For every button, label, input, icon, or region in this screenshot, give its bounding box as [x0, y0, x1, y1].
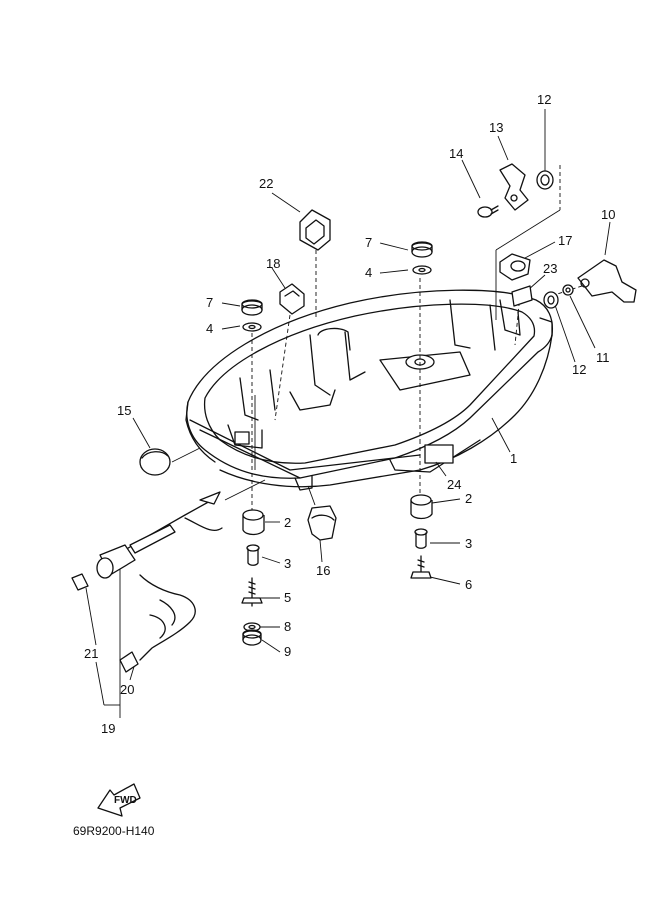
- washer-11: [562, 284, 574, 296]
- fwd-arrow: FWD: [97, 783, 141, 817]
- clip-18: [279, 283, 305, 315]
- grommet-22: [299, 209, 331, 251]
- callout-4-left: 4: [206, 321, 213, 336]
- callout-6: 6: [465, 577, 472, 592]
- callout-7-upper: 7: [365, 235, 372, 250]
- callout-12-lower: 12: [572, 362, 586, 377]
- callout-20: 20: [120, 682, 134, 697]
- diagram-code: 69R9200-H140: [73, 824, 155, 838]
- nut-7-upper: [411, 241, 433, 258]
- leader-lines: [85, 109, 611, 718]
- mount-2-left: [242, 509, 265, 536]
- callout-5: 5: [284, 590, 291, 605]
- bottom-cowling: [185, 289, 554, 491]
- callout-22: 22: [259, 176, 273, 191]
- callout-18: 18: [266, 256, 280, 271]
- plug-17: [499, 253, 531, 281]
- callout-24: 24: [447, 477, 461, 492]
- mount-2-right: [410, 494, 433, 520]
- callout-7-left: 7: [206, 295, 213, 310]
- callout-13: 13: [489, 120, 503, 135]
- collar-3-left: [246, 544, 260, 566]
- callout-11: 11: [596, 350, 610, 365]
- callout-3-right: 3: [465, 536, 472, 551]
- callout-12-upper: 12: [537, 92, 551, 107]
- nut-7-left: [241, 299, 263, 316]
- grommet-12-upper: [536, 170, 554, 190]
- cover-16: [307, 505, 337, 541]
- collar-3-right: [414, 528, 428, 549]
- callout-10: 10: [601, 207, 615, 222]
- callout-3-left: 3: [284, 556, 291, 571]
- callout-numbers: 1 2 2 3 3 4 4 5 6 7 7 8 9 10 11 12 12 13…: [84, 92, 615, 736]
- callout-21: 21: [84, 646, 98, 661]
- callout-14: 14: [449, 146, 463, 161]
- seal-23: [511, 285, 533, 307]
- callout-17: 17: [558, 233, 572, 248]
- bracket-13: [499, 163, 529, 211]
- fwd-label: FWD: [114, 795, 137, 806]
- nut-9: [242, 629, 262, 646]
- grommet-12-right: [543, 291, 559, 309]
- callout-8: 8: [284, 619, 291, 634]
- callout-2-left: 2: [284, 515, 291, 530]
- callout-19: 19: [101, 721, 115, 736]
- washer-4-left: [242, 322, 262, 332]
- lever-10: [577, 259, 637, 303]
- hardware-parts: [139, 163, 637, 646]
- callout-15: 15: [117, 403, 131, 418]
- bolt-6: [410, 555, 432, 579]
- washer-4-upper: [412, 265, 432, 275]
- callout-4-upper: 4: [365, 265, 372, 280]
- cap-15: [139, 448, 171, 476]
- callout-1: 1: [510, 451, 517, 466]
- callout-2-right: 2: [465, 491, 472, 506]
- bolt-14: [477, 205, 499, 218]
- bolt-5: [241, 577, 263, 607]
- callout-23: 23: [543, 261, 557, 276]
- callout-9: 9: [284, 644, 291, 659]
- stop-switch-assembly: [71, 491, 223, 673]
- callout-16: 16: [316, 563, 330, 578]
